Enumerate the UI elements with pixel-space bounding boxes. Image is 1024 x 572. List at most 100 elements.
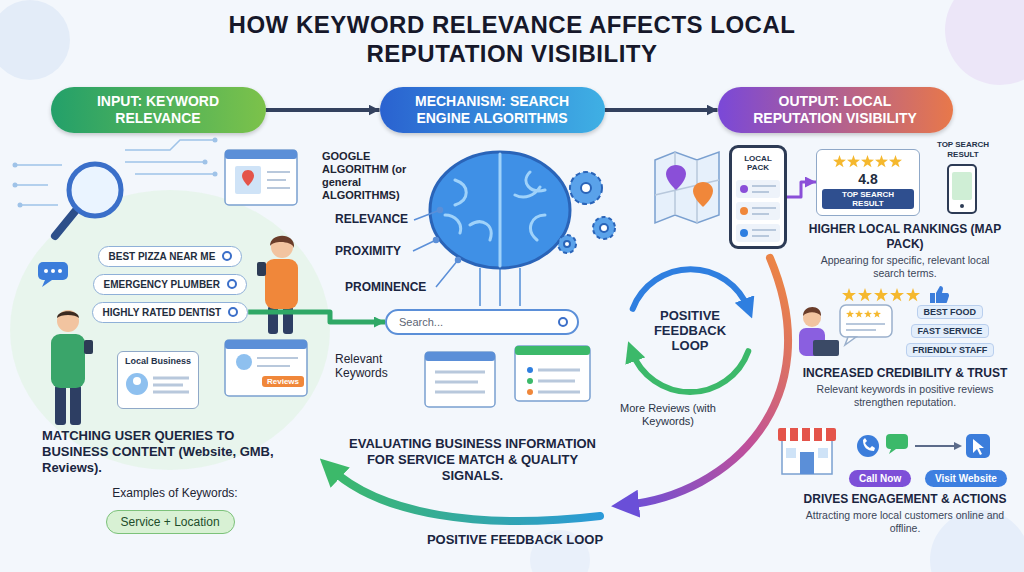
person-left [55,385,66,425]
search-box: Search... [385,309,579,335]
circuit-lines [213,138,218,143]
chat-bubble [38,262,68,280]
node-text: LOCAL PACK [734,154,782,172]
action-icons [889,449,896,454]
review-tag: BEST FOOD [917,305,984,319]
browser-window [225,150,297,159]
action-icons [857,434,990,458]
reviewer-figure [803,307,821,316]
output-heading: HIGHER LOCAL RANKINGS (MAP PACK) [795,222,1015,252]
brain-icon [480,268,520,306]
person-left [57,310,79,332]
node-text: Local Business [122,356,194,366]
reviews-window [225,340,307,396]
node-text: BEST PIZZA NEAR ME [109,251,216,262]
result-windows [527,389,533,395]
browser-window [225,150,297,205]
shop-icon [788,428,824,441]
star-rating [833,155,846,167]
chat-bubble [51,269,55,273]
local-pack-list [740,207,748,215]
result-windows [435,372,485,392]
action-icons [886,434,908,449]
local-pack-list [740,185,748,193]
result-windows [515,346,590,355]
phone-icon [952,172,972,200]
loop-note: More Reviews (with Keywords) [620,402,716,428]
algorithm-label: GOOGLE ALGORITHM (or general ALGORITHMS) [322,150,430,202]
keyword-pill: Service + Location [106,510,235,534]
reviewer-figure [799,305,892,356]
node-text: TOP SEARCH RESULT [822,189,914,209]
diagram-title: HOW KEYWORD RELEVANCE AFFECTS LOCAL REPU… [182,10,842,68]
phone-icon [948,165,976,213]
result-card: 4.8TOP SEARCH RESULT [816,149,920,216]
output-heading: INCREASED CREDIBILITY & TRUST [795,366,1015,381]
local-pack-list [752,230,776,236]
leader-lines [413,208,461,288]
brain-icon [430,152,570,306]
flow-arrow [248,312,385,322]
gear-icons [600,224,608,232]
gear-icons [564,241,570,247]
local-pack-list [736,224,780,242]
node-text: HIGHLY RATED DENTIST [103,307,222,318]
browser-window [242,170,254,186]
reviewer-figure [864,310,872,318]
result-windows [527,367,533,373]
map-icon [655,152,719,223]
shop-icon [818,448,828,458]
gear-icons [570,172,602,204]
node-text: Service + Location [121,515,220,529]
circuit-lines [18,203,23,208]
business-card: Local Business [117,351,199,409]
rating-stars [842,288,856,301]
section-caption: EVALUATING BUSINESS INFORMATION FOR SERV… [335,436,610,484]
factor-label: PROMINENCE [345,280,433,295]
person-left [84,340,93,354]
factor-label: RELEVANCE [335,212,413,227]
background-blobs [0,0,70,80]
magnifier-icon [55,209,77,236]
magnifier-icon [55,164,121,236]
reviews-window [236,354,252,370]
output-description: Relevant keywords in positive reviews st… [805,383,1005,409]
phone-icon [948,165,976,213]
chat-bubble [38,262,68,287]
feedback-ring [632,351,749,392]
review-tag: FRIENDLY STAFF [906,343,995,357]
magnifier-icon [69,164,121,216]
node-text: FRIENDLY STAFF [913,345,988,355]
rating-stars [874,288,888,301]
business-icon [126,373,148,395]
result-windows [425,352,495,407]
local-pack-list [752,186,776,192]
circuit-lines [13,183,18,188]
factor-label: PROXIMITY [335,244,411,259]
shop-icon [778,428,836,474]
node-text: POSITIVE FEEDBACK LOOP [648,308,732,353]
action-icons [966,434,990,458]
action-icons [857,435,879,457]
node-text: OUTPUT: LOCAL REPUTATION VISIBILITY [736,93,935,127]
reviewer-figure [873,310,881,318]
map-icon [693,182,713,207]
phone-local-pack: LOCAL PACK [729,145,787,249]
circuit-lines [13,163,18,168]
browser-window [235,166,261,194]
node-text: Search... [399,316,547,328]
phone-icon [960,204,964,208]
output-heading: DRIVES ENGAGEMENT & ACTIONS [795,492,1015,507]
person-right [265,259,298,309]
local-pack-list [736,180,780,198]
chat-bubble [58,269,62,273]
node-text: BEST FOOD [924,307,977,317]
leader-lines [434,238,439,243]
person-left [51,334,85,388]
rating-stars [842,286,949,303]
leader-lines [456,258,461,263]
action-icons [915,445,958,447]
output-pill: OUTPUT: LOCAL REPUTATION VISIBILITY [718,87,953,133]
